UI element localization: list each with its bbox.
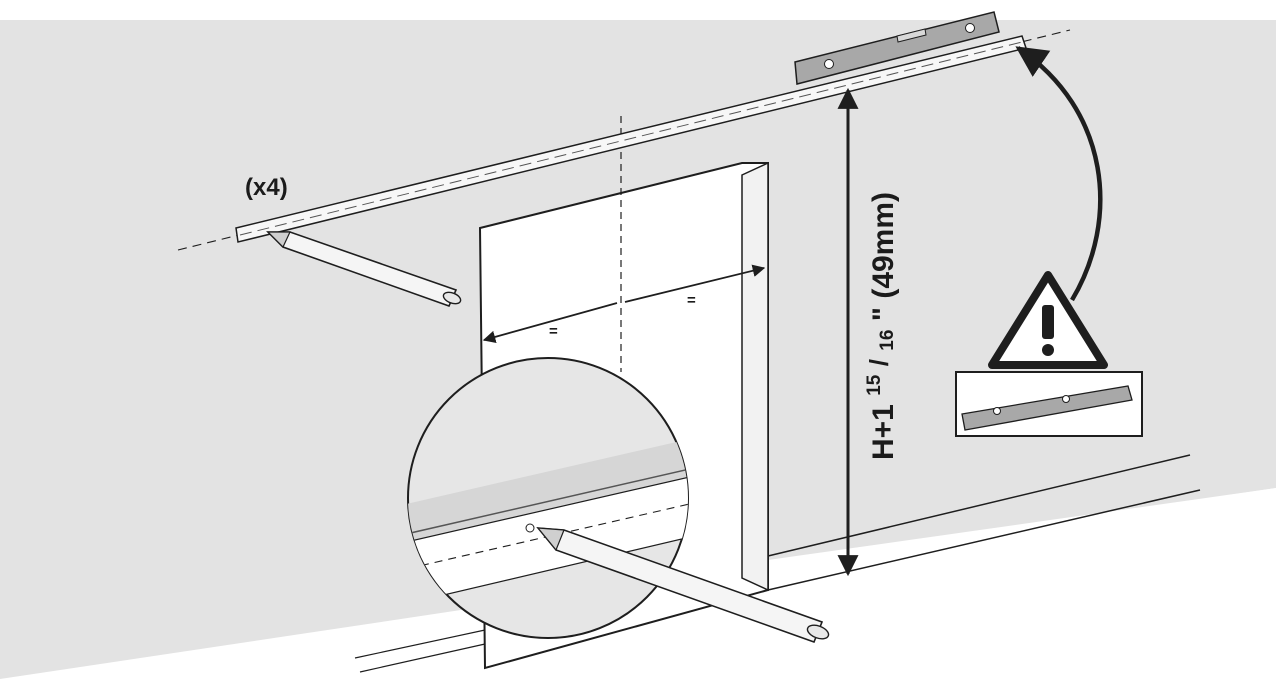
spirit-level: [794, 11, 1000, 85]
floor-area: [768, 488, 1276, 679]
dimension-right-arrow: [624, 264, 766, 303]
level-check-curved-arrow: [1015, 46, 1103, 302]
height-label-numerator: 15: [864, 374, 885, 396]
dimension-left-arrow: [482, 302, 618, 344]
floor-line-left-a: [354, 629, 486, 659]
opening-side-wall: [741, 161, 769, 592]
floor-line-left-b: [359, 643, 486, 673]
quantity-label: (x4): [245, 174, 288, 201]
height-label-prefix: H+1: [867, 404, 900, 460]
equal-mark-right: =: [687, 292, 696, 309]
warning-icon: [988, 271, 1108, 369]
pencil-rail: [266, 231, 462, 308]
height-label-suffix: " (49mm): [867, 192, 900, 321]
top-margin: [0, 0, 1276, 20]
pencil-magnifier: [536, 527, 830, 644]
height-label-denominator: 16: [877, 330, 898, 351]
mounting-rail-centerline: [239, 41, 1023, 236]
level-inset-box: [955, 371, 1143, 437]
height-label-slash: /: [864, 359, 894, 366]
equal-mark-left: =: [549, 323, 558, 340]
height-label: H+1 15 / 16 " (49mm): [854, 192, 900, 460]
